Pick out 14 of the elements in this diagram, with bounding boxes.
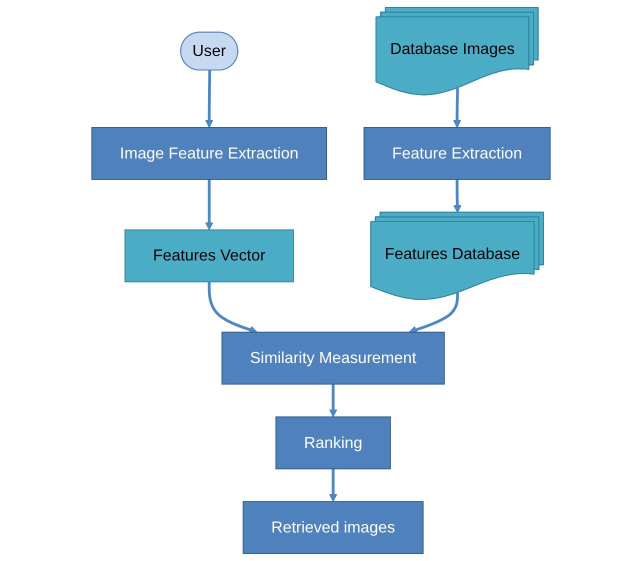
node-box: Similarity Measurement [222, 332, 445, 385]
arrow [329, 384, 338, 418]
node-box: Features Vector [124, 229, 294, 282]
node-box: Feature Extraction [364, 127, 551, 180]
node-box: Retrieved images [242, 501, 424, 554]
arrow [452, 88, 462, 128]
arrow [453, 179, 462, 214]
node-box: Ranking [275, 416, 391, 470]
arrow [205, 179, 214, 230]
arrow [408, 292, 459, 334]
node-box: Image Feature Extraction [91, 127, 328, 180]
arrow [205, 70, 214, 128]
arrow [208, 282, 258, 334]
arrow [329, 468, 338, 502]
